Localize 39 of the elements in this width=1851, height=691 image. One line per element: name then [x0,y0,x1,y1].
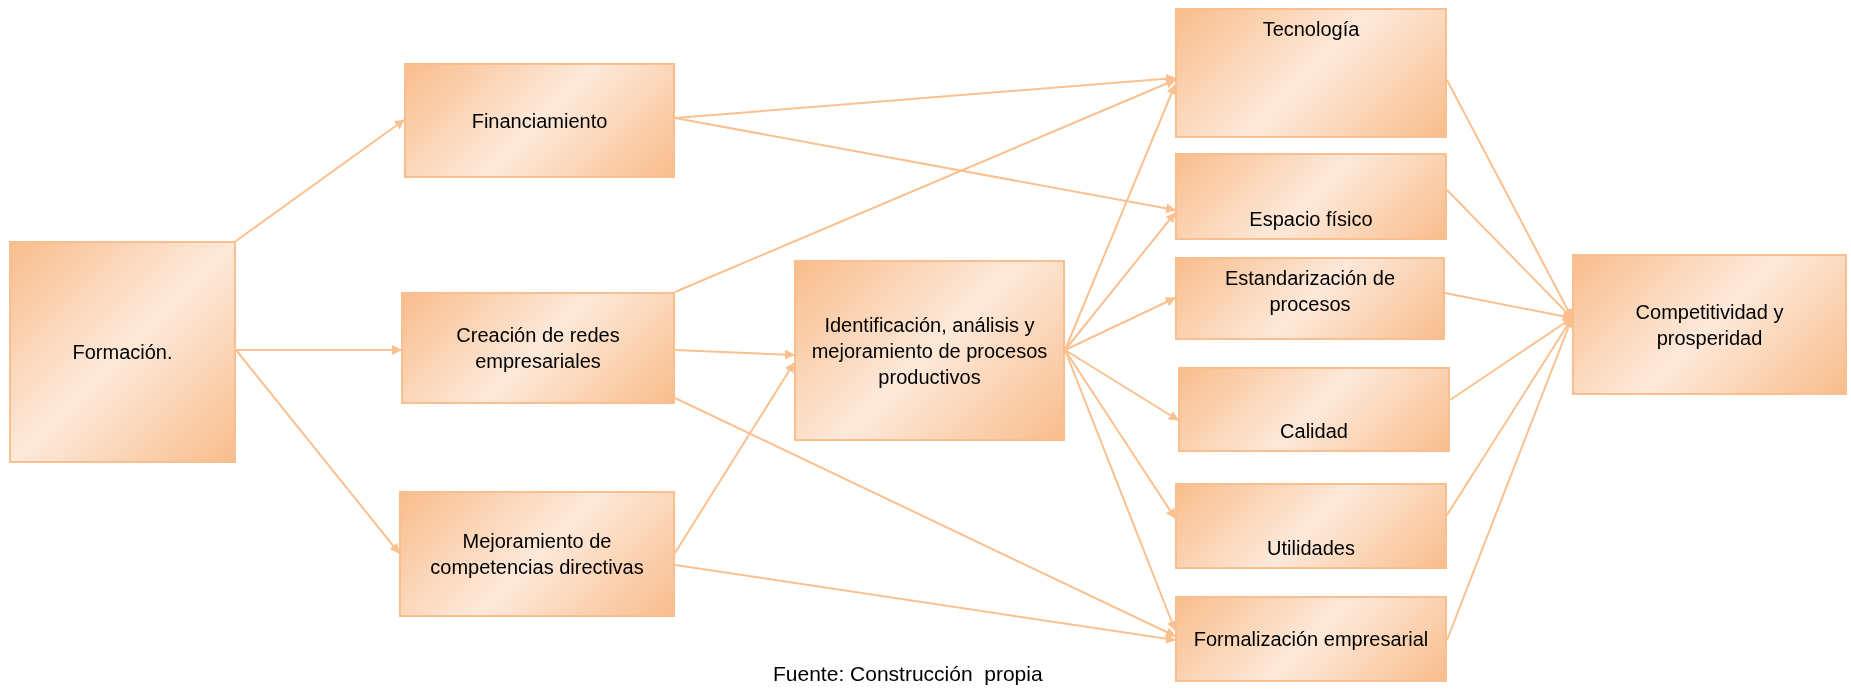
node-label: Mejoramiento de competencias directivas [429,529,645,580]
process-box [1175,8,1447,138]
arrow [235,345,402,355]
process-box [1175,153,1447,240]
process-box [1572,254,1847,395]
process-box [1175,596,1447,682]
arrow [674,78,1176,293]
process-box [9,241,236,463]
arrow [1064,349,1179,421]
node-label: Competitividad y prosperidad [1634,299,1785,351]
arrow [674,564,1176,644]
arrow [674,349,795,360]
arrow [674,397,1176,637]
arrow [1064,212,1176,351]
process-box [1175,257,1445,340]
process-box [399,491,675,617]
arrow [235,119,405,242]
process-box [794,260,1065,441]
node-label: Formación. [72,340,173,365]
node-label: Tecnología [1262,17,1360,42]
source-caption: Fuente: Construcción propia [773,662,1043,686]
process-box [404,63,675,178]
node-label: Formalización empresarial [1193,627,1429,652]
node-label: Estandarización de procesos [1223,266,1397,317]
process-box [1175,483,1447,569]
node-label: Creación de redes empresariales [455,323,621,374]
node-label: Espacio físico [1249,207,1373,232]
arrow [1064,349,1176,519]
arrow [1444,292,1573,322]
node-label: Calidad [1280,419,1348,444]
process-box [401,292,675,404]
process-box [1178,367,1450,452]
arrow [674,362,795,554]
node-label: Financiamiento [471,108,608,134]
node-label: Identificación, análisis y mejoramiento de procesos productivos [810,312,1049,390]
arrow [235,349,400,554]
arrow [674,117,1176,214]
node-label: Utilidades [1267,536,1355,561]
arrow [1064,297,1176,351]
